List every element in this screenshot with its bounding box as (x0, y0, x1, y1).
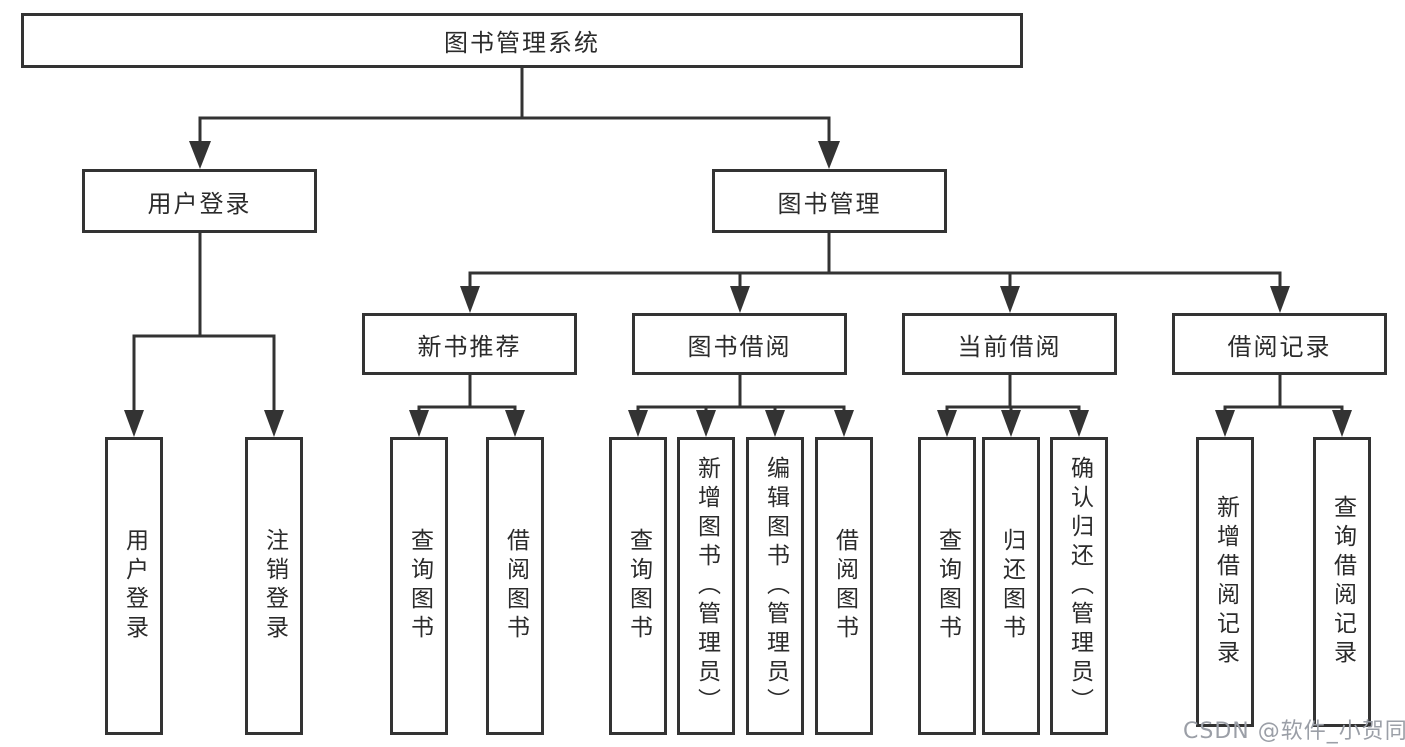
leaf-add-book-admin-label: 新增图书（管理员） (693, 455, 720, 717)
node-book-management-label: 图书管理 (777, 189, 882, 218)
watermark-text: CSDN @软件_小贺同学 (1183, 719, 1405, 744)
node-new-book-recommend: 新书推荐 (362, 313, 577, 375)
node-current-borrow: 当前借阅 (902, 313, 1117, 375)
node-book-management: 图书管理 (712, 169, 947, 233)
leaf-user-login-label: 用户登录 (121, 528, 148, 644)
connector-borrow-records-to-leaves (1215, 375, 1352, 437)
leaf-edit-book-admin-label: 编辑图书（管理员） (762, 455, 789, 717)
leaf-add-book-admin: 新增图书（管理员） (677, 437, 735, 735)
connector-book-management-to-level3 (460, 233, 1290, 313)
node-book-borrow: 图书借阅 (632, 313, 847, 375)
leaf-return-book-label: 归还图书 (998, 528, 1025, 644)
leaf-borrow-books-recommend-label: 借阅图书 (502, 528, 529, 644)
connector-book-borrow-to-leaves (628, 375, 854, 437)
leaf-borrow-books-label: 借阅图书 (831, 528, 858, 644)
node-current-borrow-label: 当前借阅 (957, 332, 1062, 361)
node-borrow-records: 借阅记录 (1172, 313, 1387, 375)
node-user-login-label: 用户登录 (147, 189, 252, 218)
connector-new-book-recommend-to-leaves (409, 375, 525, 437)
node-borrow-records-label: 借阅记录 (1227, 332, 1332, 361)
leaf-borrow-books: 借阅图书 (815, 437, 873, 735)
node-library-system: 图书管理系统 (21, 13, 1023, 68)
leaf-confirm-return-admin-label: 确认归还（管理员） (1066, 455, 1093, 717)
leaf-query-borrow-record-label: 查询借阅记录 (1329, 495, 1356, 669)
connector-user-login-to-leaves (124, 233, 284, 437)
leaf-add-borrow-record: 新增借阅记录 (1196, 437, 1254, 727)
node-book-borrow-label: 图书借阅 (687, 332, 792, 361)
node-library-system-label: 图书管理系统 (444, 29, 600, 57)
leaf-logout: 注销登录 (245, 437, 303, 735)
leaf-return-book: 归还图书 (982, 437, 1040, 735)
leaf-confirm-return-admin: 确认归还（管理员） (1050, 437, 1108, 735)
leaf-query-books-current-label: 查询图书 (934, 528, 961, 644)
leaf-borrow-books-recommend: 借阅图书 (486, 437, 544, 735)
leaf-query-books-current: 查询图书 (918, 437, 976, 735)
leaf-query-borrow-record: 查询借阅记录 (1313, 437, 1371, 727)
leaf-logout-label: 注销登录 (261, 528, 288, 644)
leaf-query-books-recommend: 查询图书 (390, 437, 448, 735)
leaf-user-login: 用户登录 (105, 437, 163, 735)
leaf-add-borrow-record-label: 新增借阅记录 (1212, 495, 1239, 669)
connector-current-borrow-to-leaves (937, 375, 1089, 437)
leaf-query-books-borrow-label: 查询图书 (625, 528, 652, 644)
node-user-login: 用户登录 (82, 169, 317, 233)
leaf-query-books-borrow: 查询图书 (609, 437, 667, 735)
leaf-edit-book-admin: 编辑图书（管理员） (746, 437, 804, 735)
leaf-query-books-recommend-label: 查询图书 (406, 528, 433, 644)
connector-root-to-level2 (189, 66, 840, 169)
node-new-book-recommend-label: 新书推荐 (417, 332, 522, 361)
